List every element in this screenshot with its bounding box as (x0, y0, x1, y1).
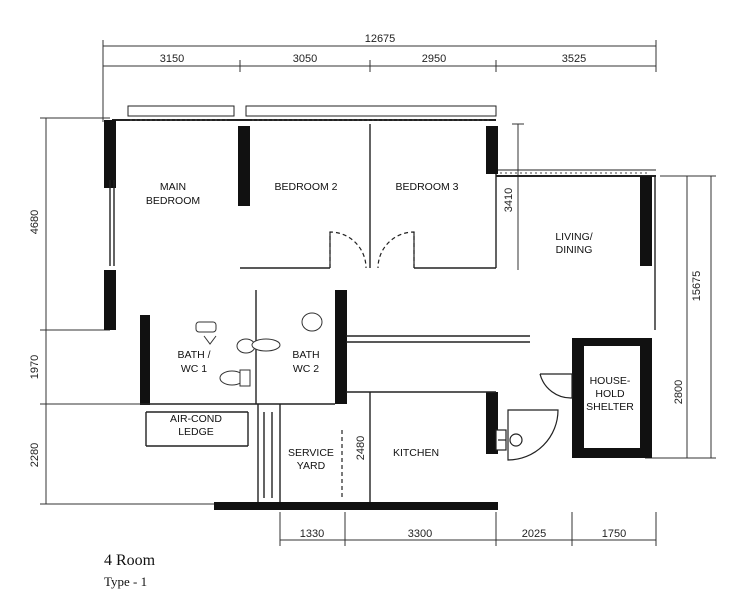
room-service-yard-line1: SERVICE (288, 447, 334, 459)
room-living-line2: DINING (556, 244, 593, 256)
dim-top-3: 2950 (422, 53, 446, 65)
basin-wc2-icon (301, 312, 323, 332)
dim-bottom-4: 1750 (602, 528, 626, 540)
interior-lines (109, 124, 656, 502)
dimension-lines (40, 40, 716, 546)
dim-left-2: 1970 (29, 355, 41, 379)
room-labels: MAIN BEDROOM BEDROOM 2 BEDROOM 3 LIVING/… (146, 181, 634, 472)
dim-left-3: 2280 (29, 443, 41, 467)
room-bedroom-3: BEDROOM 3 (395, 181, 458, 193)
window-ticks (130, 119, 650, 174)
room-main-bedroom-line1: MAIN (160, 181, 186, 193)
room-bath-wc1-line1: BATH / (177, 349, 210, 361)
room-main-bedroom-line2: BEDROOM (146, 195, 200, 207)
room-bath-wc2-line2: WC 2 (293, 363, 319, 375)
dim-bottom-2: 3300 (408, 528, 432, 540)
doors (329, 231, 573, 500)
dim-bottom-1: 1330 (300, 528, 324, 540)
plan-title: 4 Room (104, 552, 156, 569)
plan-subtitle: Type - 1 (104, 574, 148, 589)
room-bath-wc2-line1: BATH (292, 349, 319, 361)
room-aircon-line1: AIR-COND (170, 413, 222, 425)
fixtures (195, 312, 323, 387)
dim-right-overall: 15675 (691, 271, 703, 302)
room-shelter-line1: HOUSE- (590, 375, 631, 387)
room-shelter-line2: HOLD (595, 388, 625, 400)
dim-left-1: 4680 (29, 210, 41, 234)
dim-top-2: 3050 (293, 53, 317, 65)
dim-top-1: 3150 (160, 53, 184, 65)
room-bedroom-2: BEDROOM 2 (274, 181, 337, 193)
dimension-labels: 12675 3150 3050 2950 3525 4680 1970 2280… (29, 33, 703, 540)
toilet-wc2-icon (251, 338, 281, 352)
walls (104, 105, 656, 510)
room-service-yard-line2: YARD (297, 460, 326, 472)
dim-right-lower: 2800 (673, 380, 685, 404)
dim-overall-top: 12675 (365, 33, 396, 45)
dim-top-4: 3525 (562, 53, 586, 65)
dim-bottom-3: 2025 (522, 528, 546, 540)
room-living-line1: LIVING/ (555, 231, 592, 243)
room-kitchen: KITCHEN (393, 447, 439, 459)
dim-right-inner: 3410 (503, 188, 515, 212)
room-bath-wc1-line2: WC 1 (181, 363, 207, 375)
dim-service-yard: 2480 (355, 436, 367, 460)
room-aircon-line2: LEDGE (178, 426, 214, 438)
room-shelter-line3: SHELTER (586, 401, 634, 413)
